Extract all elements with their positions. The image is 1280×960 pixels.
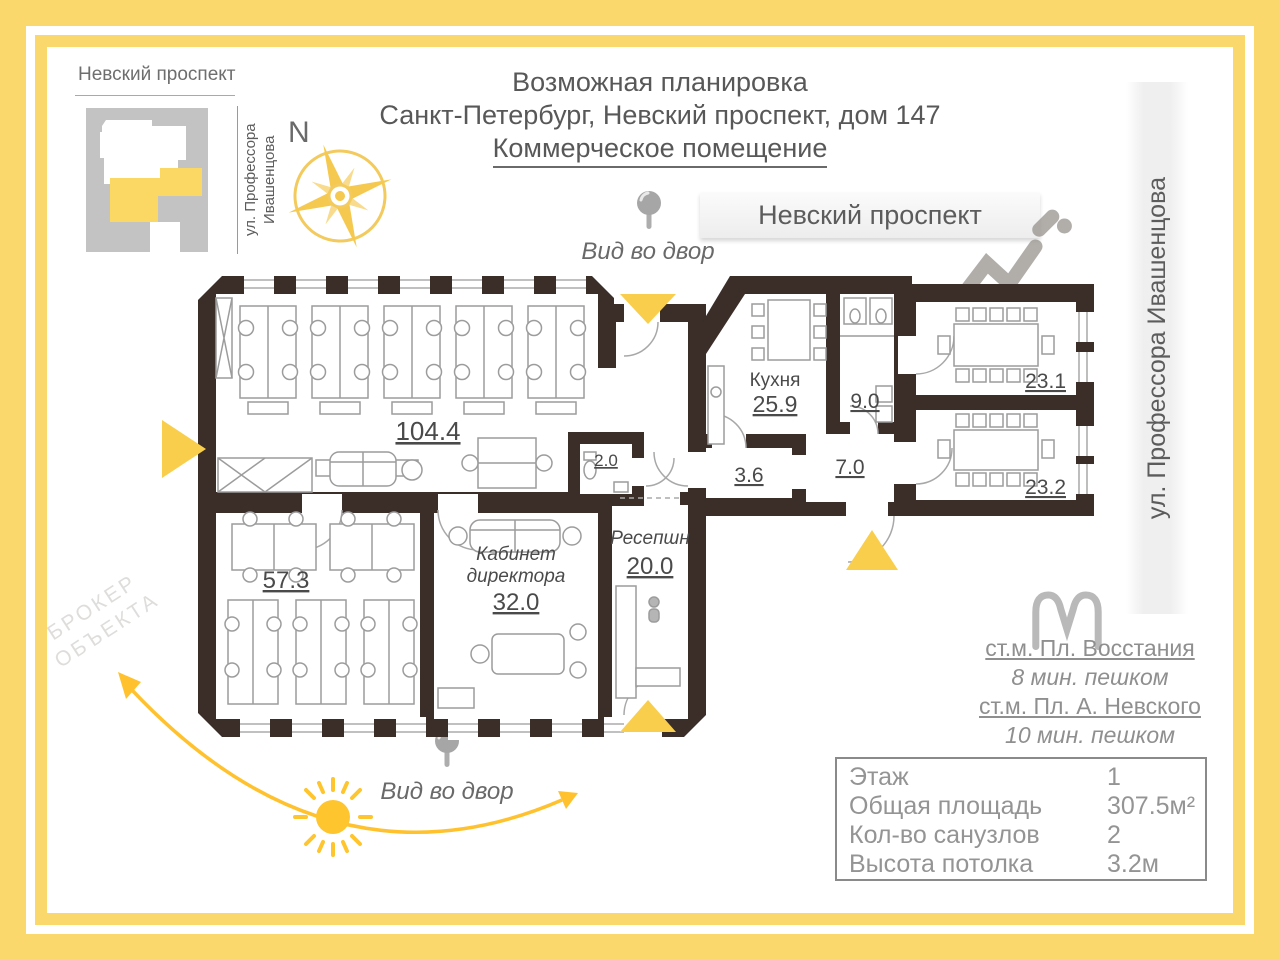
windows-top: [244, 272, 586, 298]
right-street-band: ул. Профессора Ивашенцова: [1126, 82, 1188, 614]
entrance-triangle-top: [620, 294, 676, 324]
view-triangle-left: [162, 420, 206, 478]
minimap-street-top-label: Невский проспект: [78, 64, 236, 85]
svg-text:7.0: 7.0: [835, 456, 864, 479]
metro-station-1: ст.м. Пл. Восстания: [985, 635, 1195, 661]
svg-text:104.4: 104.4: [395, 416, 460, 446]
title-line1: Возможная планировка: [512, 67, 808, 97]
sun-path: [118, 672, 578, 857]
arrowhead-right: [558, 791, 578, 809]
table-row: Общая площадь 307.5м²: [849, 792, 1196, 820]
svg-text:20.0: 20.0: [627, 553, 674, 580]
entrance-triangle-right: [846, 530, 898, 570]
windows-right: [1072, 312, 1098, 494]
right-street-label: ул. Профессора Ивашенцова: [1142, 176, 1171, 520]
minimap: [86, 108, 208, 252]
metro-station-2: ст.м. Пл. А. Невского: [979, 693, 1201, 719]
map-pin-icon: [637, 191, 661, 229]
svg-text:25.9: 25.9: [753, 391, 798, 417]
svg-text:Ресепшн: Ресепшн: [610, 528, 690, 549]
svg-text:57.3: 57.3: [263, 567, 310, 594]
room-labels: 104.4 Кухня 25.9 9.0 3.6 7.0 2.0 23.1 23…: [263, 370, 1066, 616]
entrance-triangle-bottom: [620, 700, 676, 732]
room-hall-small: [706, 448, 792, 498]
table-row: Кол-во санузлов 2: [849, 821, 1121, 849]
table-row: Высота потолка 3.2м: [849, 850, 1159, 878]
metro-walk-1: 8 мин. пешком: [1011, 664, 1169, 690]
compass-rose-icon: [288, 144, 392, 248]
svg-text:23.2: 23.2: [1025, 476, 1066, 499]
svg-text:32.0: 32.0: [493, 589, 540, 616]
nevsky-prospekt-band: Невский проспект: [700, 192, 1040, 238]
sun-icon: [293, 777, 373, 857]
svg-text:Кухня: Кухня: [750, 370, 801, 391]
metro-walk-2: 10 мин. пешком: [1005, 722, 1175, 748]
svg-text:2.0: 2.0: [594, 451, 618, 470]
minimap-property-highlight: [110, 168, 202, 222]
metro-info: ст.м. Пл. Восстания 8 мин. пешком ст.м. …: [960, 634, 1220, 750]
courtyard-view-bottom-label: Вид во двор: [380, 778, 514, 805]
title-line3: Коммерческое помещение: [492, 132, 828, 168]
svg-text:директора: директора: [467, 566, 566, 587]
page-title: Возможная планировка Санкт-Петербург, Не…: [250, 66, 1070, 168]
svg-text:Кабинет: Кабинет: [476, 544, 556, 565]
metro-logo-icon: [1032, 591, 1102, 651]
minimap-divider: [237, 106, 238, 254]
property-info-table: Этаж 1 Общая площадь 307.5м² Кол-во сану…: [835, 757, 1207, 881]
arrowhead-left: [118, 672, 141, 699]
room-hall: [806, 434, 894, 502]
floor-plan: 104.4 Кухня 25.9 9.0 3.6 7.0 2.0 23.1 23…: [162, 272, 1098, 740]
svg-text:23.1: 23.1: [1025, 370, 1066, 393]
title-line2: Санкт-Петербург, Невский проспект, дом 1…: [379, 100, 941, 130]
compass-north-label: N: [288, 116, 310, 149]
furniture: [215, 297, 1055, 709]
svg-text:9.0: 9.0: [850, 390, 879, 413]
table-row: Этаж 1: [849, 763, 1121, 791]
svg-text:3.6: 3.6: [734, 464, 763, 487]
minimap-underline: [75, 95, 235, 96]
courtyard-view-top-label: Вид во двор: [581, 238, 715, 265]
entrance-markers: [162, 294, 898, 732]
